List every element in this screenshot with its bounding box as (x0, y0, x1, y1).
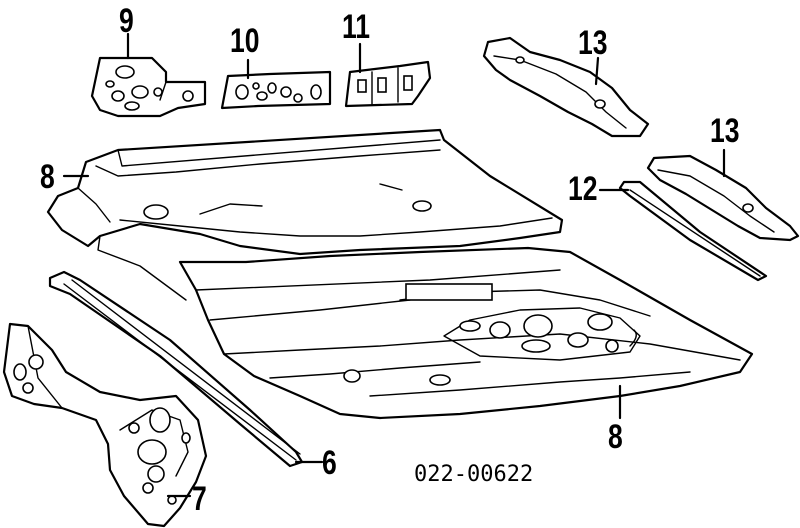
callout-13-lower: 13 (710, 112, 740, 150)
part-13-lower-rail (646, 154, 800, 242)
callout-10: 10 (230, 22, 260, 60)
callout-7: 7 (192, 480, 207, 518)
callout-9: 9 (119, 2, 134, 40)
callout-8-lower: 8 (608, 418, 623, 456)
callout-11: 11 (342, 8, 371, 46)
part-7-side-member (2, 322, 208, 528)
part-8-lower-panel (178, 246, 754, 420)
part-11-bracket (344, 60, 432, 108)
leader-13-upper (594, 56, 600, 86)
part-13-upper-rail (482, 36, 650, 138)
part-8-upper-panel (46, 128, 564, 301)
callout-6: 6 (322, 444, 337, 482)
diagram-part-number: 022-00622 (414, 462, 534, 487)
part-10-bracket (220, 70, 332, 110)
part-9-bracket (90, 56, 207, 118)
callout-13-upper: 13 (578, 24, 608, 62)
callout-12: 12 (568, 170, 598, 208)
callout-8-upper: 8 (40, 158, 55, 196)
